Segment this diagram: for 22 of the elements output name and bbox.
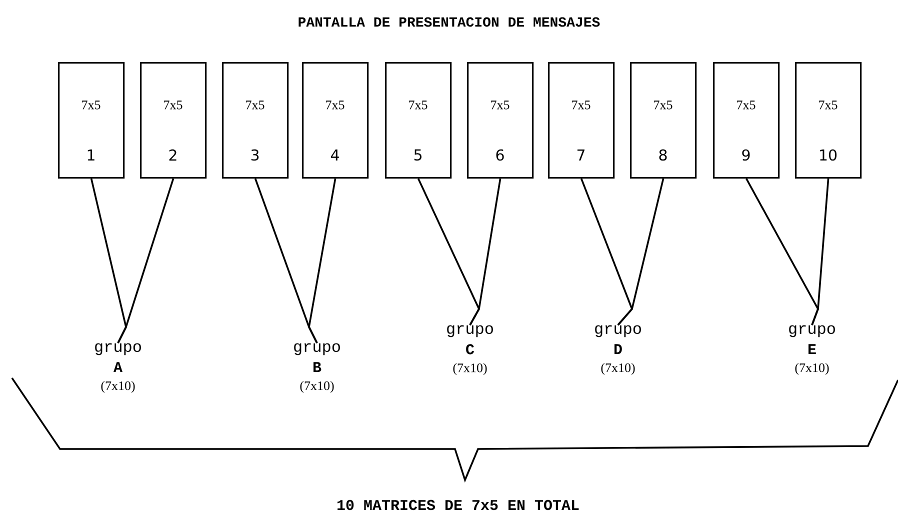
connector-line [117,178,174,344]
group-label: grupo A (7x10) [95,343,141,393]
title: PANTALLA DE PRESENTACION DE MENSAJES [298,17,600,27]
connector-line [811,178,830,326]
display-box: 7x5 6 [467,62,534,179]
display-box: 7x5 2 [140,62,207,179]
display-box: 7x5 8 [630,62,697,179]
display-box: 7x5 4 [302,62,369,179]
display-box: 7x5 1 [58,62,125,179]
display-box: 7x5 3 [222,62,289,179]
connector-line [617,178,664,326]
display-box: 7x5 9 [713,62,780,179]
display-box: 7x5 7 [548,62,615,179]
group-label: grupo C (7x10) [447,325,493,375]
group-label: grupo D (7x10) [595,325,641,375]
connector-line [469,178,502,326]
connector-line [308,178,336,344]
group-label: grupo B (7x10) [294,343,340,393]
display-box: 7x5 5 [385,62,452,179]
caption: 10 MATRICES DE 7x5 EN TOTAL [337,500,579,510]
display-box: 7x5 10 [795,62,862,179]
group-label: grupo E (7x10) [789,325,835,375]
